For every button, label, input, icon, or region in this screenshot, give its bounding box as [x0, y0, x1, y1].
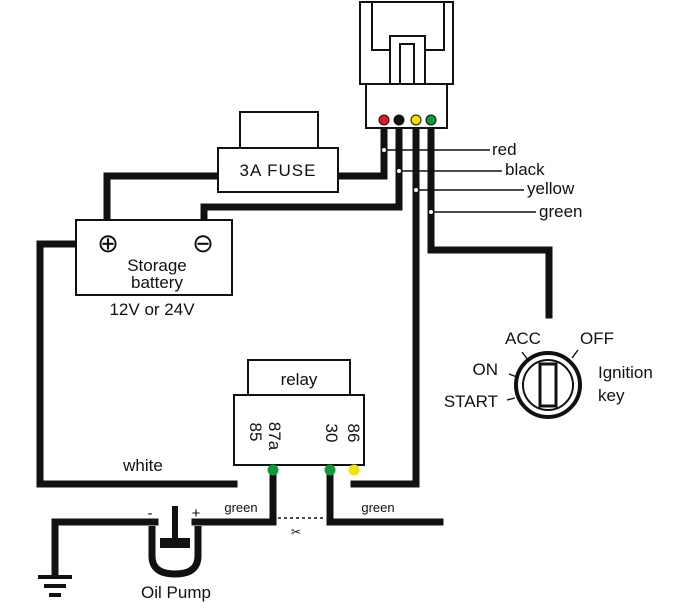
- ignition-pos-off: OFF: [580, 329, 614, 348]
- fuse-label: 3A FUSE: [240, 161, 317, 180]
- ignition-pos-acc: ACC: [505, 329, 541, 348]
- relay-body: [233, 394, 365, 466]
- battery-label-line2: battery: [131, 273, 183, 292]
- fuse-body: [217, 147, 339, 193]
- relay-terminal-86: [348, 464, 360, 476]
- pump-cap: [160, 538, 190, 548]
- relay-wire-white-label: white: [122, 456, 163, 475]
- wire-87a-to-pump: [191, 466, 277, 526]
- oil-pump: - + Oil Pump green green: [141, 500, 395, 602]
- wire-fuse-to-battery: [103, 172, 222, 226]
- ignition-key-slot: [538, 362, 558, 408]
- wires: [36, 124, 553, 579]
- relay: relay 85 87a 30 86 white: [122, 359, 365, 476]
- relay-label: relay: [281, 370, 318, 389]
- wire-red: [334, 124, 388, 180]
- connector-pin-red: [378, 114, 390, 126]
- battery-voltage: 12V or 24V: [109, 300, 195, 319]
- callout-dot-red: [381, 147, 387, 153]
- relay-pin-85: 85: [246, 423, 265, 442]
- battery-minus-icon: ⊖: [192, 228, 214, 258]
- wire-yellow: [350, 124, 420, 488]
- label-green: green: [539, 202, 582, 221]
- battery-plus-icon: ⊕: [97, 228, 119, 258]
- wire-callouts: red black yellow green: [381, 140, 582, 221]
- label-yellow: yellow: [527, 179, 575, 198]
- battery-label-line1: Storage: [127, 256, 187, 275]
- relay-terminal-87a: [267, 464, 279, 476]
- pump-plus: +: [192, 505, 201, 522]
- ignition-key: ACC OFF ON START Ignition key: [444, 329, 653, 419]
- pump-label: Oil Pump: [141, 583, 211, 602]
- callout-dot-yellow: [413, 187, 419, 193]
- fuse: 3A FUSE: [217, 111, 339, 193]
- relay-pin-30: 30: [322, 424, 341, 443]
- wire-green: [427, 124, 553, 319]
- relay-cap: [247, 359, 351, 397]
- tick-start: [506, 397, 516, 401]
- connector: [359, 1, 454, 129]
- tick-on: [508, 373, 518, 378]
- relay-terminal-30: [324, 464, 336, 476]
- pump-wire-label-left: green: [224, 500, 257, 515]
- fuse-cap: [239, 111, 319, 151]
- relay-pin-87a: 87a: [265, 422, 284, 451]
- scissors-icon: ✂: [291, 525, 301, 539]
- connector-pin-black: [393, 114, 405, 126]
- label-black: black: [505, 160, 545, 179]
- label-red: red: [492, 140, 517, 159]
- tick-acc: [521, 351, 529, 361]
- wire-30-out: [326, 466, 444, 526]
- ignition-label-line2: key: [598, 386, 625, 405]
- pump-minus: -: [148, 505, 153, 522]
- ground-icon: [38, 575, 72, 597]
- battery: ⊕ ⊖ Storage battery 12V or 24V: [75, 219, 233, 319]
- pump-wire-label-right: green: [361, 500, 394, 515]
- tick-off: [571, 349, 579, 359]
- wire-pump-to-ground: [51, 518, 159, 579]
- ignition-label-line1: Ignition: [598, 363, 653, 382]
- pump-body: [148, 526, 202, 578]
- relay-pin-86: 86: [344, 424, 363, 443]
- wire-white: [36, 240, 238, 488]
- ignition-pos-on: ON: [473, 360, 499, 379]
- callout-dot-green: [428, 209, 434, 215]
- wire-black: [200, 124, 403, 226]
- connector-pin-yellow: [410, 114, 422, 126]
- battery-body: [75, 219, 233, 296]
- callout-dot-black: [396, 168, 402, 174]
- ignition-pos-start: START: [444, 392, 498, 411]
- connector-pin-green: [425, 114, 437, 126]
